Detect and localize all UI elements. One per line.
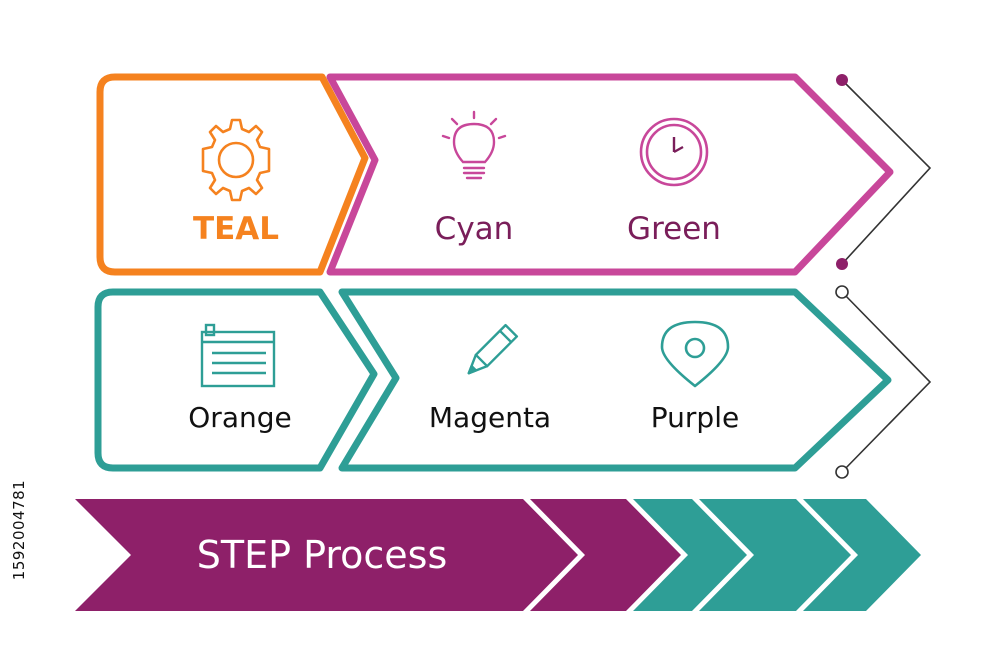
banner-teal-chevron-2	[699, 499, 851, 611]
orange-chevron-box	[96, 73, 369, 276]
purple-label: Purple	[651, 401, 739, 434]
teal-arrow-box	[338, 288, 892, 472]
location-pin-icon	[660, 320, 730, 388]
magenta-arrow-box	[326, 73, 894, 276]
row2-connector-dot-bottom	[835, 465, 849, 479]
notepad-icon	[200, 323, 276, 388]
pencil-icon	[467, 323, 519, 375]
orange-label: Orange	[188, 401, 291, 434]
green-label: Green	[627, 211, 721, 247]
banner-purple-chevron	[530, 499, 681, 611]
lightbulb-icon	[441, 110, 507, 180]
teal-label: TEAL	[193, 211, 279, 247]
cyan-label: Cyan	[435, 211, 514, 247]
banner-teal-chevron-1	[633, 499, 747, 611]
row1-connector-line	[841, 79, 932, 265]
row1-connector-dot-bottom	[836, 258, 848, 270]
row1-connector-dot-top	[836, 74, 848, 86]
teal-chevron-box	[94, 288, 378, 472]
banner-teal-chevron-3	[803, 499, 921, 611]
row2-connector-dot-top	[835, 285, 849, 299]
row2-connector-line	[841, 291, 932, 473]
gear-icon	[201, 118, 271, 202]
banner-label: STEP Process	[197, 533, 448, 577]
banner-purple-main	[75, 499, 578, 611]
magenta-label: Magenta	[429, 401, 551, 434]
side-id-text: 1592004781	[10, 479, 28, 581]
clock-icon	[639, 117, 709, 187]
